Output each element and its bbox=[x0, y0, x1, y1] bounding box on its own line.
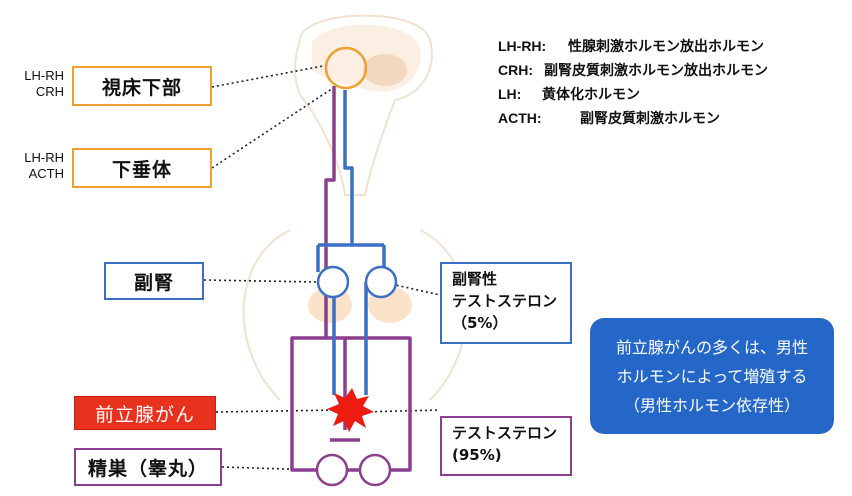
callout-line: （男性ホルモン依存性） bbox=[623, 395, 800, 415]
connector-testosterone bbox=[359, 409, 441, 413]
adrenal-box: 副腎 bbox=[104, 262, 204, 300]
adrenal-gland-left bbox=[316, 265, 350, 299]
hypothalamus-label: 視床下部 bbox=[101, 76, 182, 99]
callout-line: 前立腺がんの多くは、男性 bbox=[615, 337, 808, 357]
hormone-legend: LH-RH: 性腺刺激ホルモン放出ホルモン CRH: 副腎皮質刺激ホルモン放出ホ… bbox=[498, 34, 768, 130]
testosterone-box: テストステロン (95%) bbox=[440, 416, 572, 476]
hypothalamus-hormones: LH-RH CRH bbox=[4, 68, 64, 100]
legend-abbr: LH-RH: bbox=[498, 38, 547, 54]
hormone-label: CRH bbox=[35, 84, 64, 99]
connector-adrenal bbox=[203, 279, 317, 283]
callout-line: ホルモンによって増殖する bbox=[616, 366, 808, 386]
dotted-connectors bbox=[203, 64, 441, 471]
hormone-label: LH-RH bbox=[24, 150, 64, 165]
legend-row: ACTH: 副腎皮質刺激ホルモン bbox=[498, 106, 768, 130]
connector-pituitary bbox=[211, 87, 334, 169]
prostate-cancer-box: 前立腺がん bbox=[74, 396, 216, 430]
pituitary-label: 下垂体 bbox=[111, 158, 172, 181]
legend-abbr: CRH: bbox=[498, 62, 533, 78]
legend-row: LH: 黄体化ホルモン bbox=[498, 82, 768, 106]
testosterone-line: (95%) bbox=[452, 446, 502, 464]
legend-row: CRH: 副腎皮質刺激ホルモン放出ホルモン bbox=[498, 58, 768, 82]
connector-hypothalamus bbox=[211, 64, 329, 88]
androgen-dependence-callout: 前立腺がんの多くは、男性 ホルモンによって増殖する （男性ホルモン依存性） bbox=[590, 318, 834, 434]
adrenal-testosterone-box: 副腎性 テストステロン （5%） bbox=[440, 262, 572, 344]
legend-desc: 副腎皮質刺激ホルモン bbox=[580, 110, 720, 126]
hormone-label: LH-RH bbox=[24, 68, 64, 83]
starburst-icon bbox=[327, 388, 374, 432]
legend-abbr: ACTH: bbox=[498, 110, 542, 126]
adrenal-testosterone-line: （5%） bbox=[452, 314, 508, 332]
hypothalamus-marker bbox=[324, 46, 368, 90]
legend-desc: 性腺刺激ホルモン放出ホルモン bbox=[568, 38, 764, 54]
prostate-cancer-label: 前立腺がん bbox=[94, 403, 195, 426]
testes-box: 精巣（睾丸） bbox=[74, 448, 222, 486]
brain-tissue bbox=[312, 24, 421, 92]
hypothalamus-box: 視床下部 bbox=[72, 66, 212, 106]
testis-right bbox=[358, 453, 392, 487]
testes-label: 精巣（睾丸） bbox=[87, 457, 208, 480]
adrenal-testosterone-line: テストステロン bbox=[452, 292, 558, 310]
hormone-label: ACTH bbox=[28, 166, 64, 181]
legend-abbr: LH: bbox=[498, 86, 522, 102]
pituitary-hormones: LH-RH ACTH bbox=[4, 150, 64, 182]
adrenal-testosterone-line: 副腎性 bbox=[452, 270, 498, 288]
adrenal-label: 副腎 bbox=[133, 271, 174, 294]
testis-left bbox=[315, 453, 349, 487]
pituitary-box: 下垂体 bbox=[72, 148, 212, 188]
legend-desc: 黄体化ホルモン bbox=[542, 86, 640, 102]
legend-row: LH-RH: 性腺刺激ホルモン放出ホルモン bbox=[498, 34, 768, 58]
connector-prostate bbox=[215, 409, 339, 413]
adrenal-gland-right bbox=[364, 265, 398, 299]
testosterone-line: テストステロン bbox=[452, 424, 558, 442]
blue-pathway bbox=[316, 90, 386, 395]
legend-desc: 副腎皮質刺激ホルモン放出ホルモン bbox=[544, 62, 768, 78]
